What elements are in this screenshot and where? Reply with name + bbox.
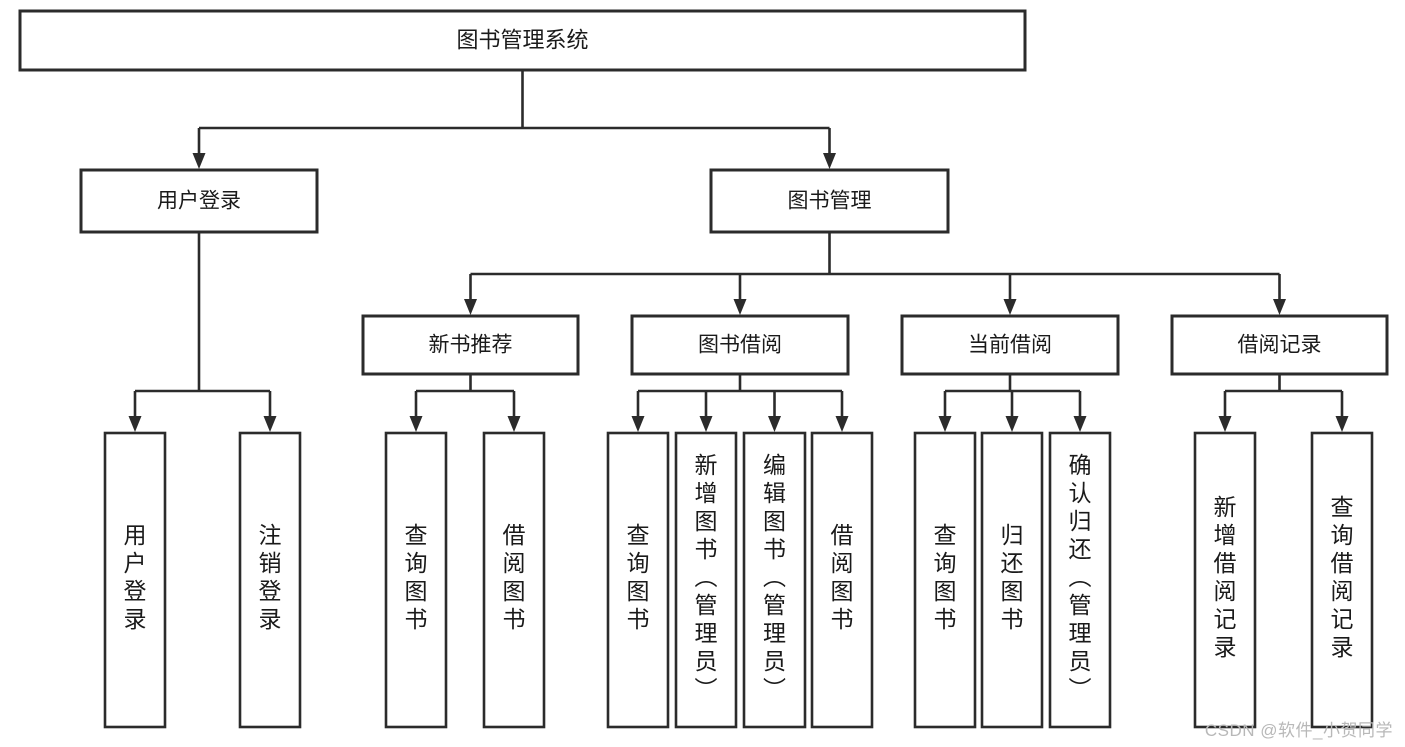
arrow-head-icon xyxy=(733,299,747,315)
node-label: 查询图书 xyxy=(934,522,957,632)
node-label: 查询借阅记录 xyxy=(1331,494,1354,660)
root-node-node-E59BBEE4B9A6E7AEA1E79086[interactable]: 图书管理系统 xyxy=(18,9,1027,72)
node-box[interactable] xyxy=(630,314,850,376)
branch-node-node-E794A8E688B7E799BBE5BD95[interactable]: 用户登录 xyxy=(79,168,319,234)
node-box[interactable] xyxy=(810,431,874,729)
node-box[interactable] xyxy=(1170,314,1389,376)
branch-node-node-E5809FE99885E8AEB0E5BD95[interactable]: 借阅记录 xyxy=(1170,314,1389,376)
arrow-head-icon xyxy=(1005,416,1019,432)
arrow-head-icon xyxy=(631,416,645,432)
node-box[interactable] xyxy=(900,314,1120,376)
leaf-node-node-E696B0E5A29EE59BBEE4B9A6[interactable]: 新增图书︵管理员︶ xyxy=(674,431,738,729)
leaf-node-node-E7BC96E8BE91E59BBEE4B9A6[interactable]: 编辑图书︵管理员︶ xyxy=(742,431,807,729)
branch-node-node-E59BBEE4B9A6E7AEA1E79086[interactable]: 图书管理 xyxy=(709,168,950,234)
arrow-head-icon xyxy=(699,416,713,432)
node-box[interactable] xyxy=(18,9,1027,72)
leaf-node-node-E794A8E688B7E799BBE5BD95[interactable]: 用户登录 xyxy=(103,431,167,729)
node-box[interactable] xyxy=(1048,431,1112,729)
branch-node-node-E696B0E4B9A6E68EA8E88D90[interactable]: 新书推荐 xyxy=(361,314,580,376)
node-box[interactable] xyxy=(384,431,448,729)
leaf-node-node-E69FA5E8AFA2E59BBEE4B9A6[interactable]: 查询图书 xyxy=(913,431,977,729)
arrow-head-icon xyxy=(835,416,849,432)
arrow-head-icon xyxy=(192,153,206,169)
node-label: 查询图书 xyxy=(627,522,650,632)
node-box[interactable] xyxy=(103,431,167,729)
arrow-head-icon xyxy=(938,416,952,432)
node-box[interactable] xyxy=(79,168,319,234)
leaf-node-node-E6B3A8E99480E799BBE5BD95[interactable]: 注销登录 xyxy=(238,431,302,729)
node-box[interactable] xyxy=(238,431,302,729)
node-box[interactable] xyxy=(742,431,807,729)
node-label: 注销登录 xyxy=(259,522,282,632)
node-box[interactable] xyxy=(1193,431,1257,729)
leaf-node-node-E69FA5E8AFA2E5809FE99885[interactable]: 查询借阅记录 xyxy=(1310,431,1374,729)
arrow-head-icon xyxy=(1218,416,1232,432)
node-label: 编辑图书︵管理员︶ xyxy=(763,452,786,702)
leaf-node-node-E69FA5E8AFA2E59BBEE4B9A6[interactable]: 查询图书 xyxy=(606,431,670,729)
arrow-head-icon xyxy=(263,416,277,432)
node-label: 确认归还︵管理员︶ xyxy=(1069,452,1092,702)
arrow-head-icon xyxy=(768,416,781,432)
node-label: 归还图书 xyxy=(1001,522,1024,632)
node-label: 用户登录 xyxy=(124,522,147,632)
node-label: 当前借阅 xyxy=(968,334,1052,357)
node-label: 图书管理系统 xyxy=(456,27,588,52)
node-label: 借阅记录 xyxy=(1238,334,1322,357)
node-label: 借阅图书 xyxy=(831,522,854,632)
node-box[interactable] xyxy=(482,431,546,729)
branch-node-node-E5BD93E5898DE5809FE99885[interactable]: 当前借阅 xyxy=(900,314,1120,376)
leaf-node-node-E696B0E5A29EE5809FE99885[interactable]: 新增借阅记录 xyxy=(1193,431,1257,729)
node-box[interactable] xyxy=(913,431,977,729)
node-box[interactable] xyxy=(980,431,1044,729)
arrow-head-icon xyxy=(1335,416,1349,432)
branch-node-node-E59BBEE4B9A6E5809FE99885[interactable]: 图书借阅 xyxy=(630,314,850,376)
node-label: 借阅图书 xyxy=(503,522,526,632)
node-label: 图书借阅 xyxy=(698,334,782,357)
node-label: 图书管理 xyxy=(788,190,872,213)
node-box[interactable] xyxy=(674,431,738,729)
leaf-node-node-E5BD92E8BF98E59BBEE4B9A6[interactable]: 归还图书 xyxy=(980,431,1044,729)
arrow-head-icon xyxy=(464,299,477,315)
arrow-head-icon xyxy=(1073,416,1087,432)
arrow-head-icon xyxy=(507,416,521,432)
arrow-head-icon xyxy=(1273,299,1286,315)
node-box[interactable] xyxy=(709,168,950,234)
arrow-head-icon xyxy=(409,416,423,432)
leaf-node-node-E69FA5E8AFA2E59BBEE4B9A6[interactable]: 查询图书 xyxy=(384,431,448,729)
node-label: 用户登录 xyxy=(157,190,241,213)
leaf-node-node-E5809FE99885E59BBEE4B9A6[interactable]: 借阅图书 xyxy=(482,431,546,729)
node-label: 查询图书 xyxy=(405,522,428,632)
node-box[interactable] xyxy=(361,314,580,376)
leaf-node-node-E5809FE99885E59BBEE4B9A6[interactable]: 借阅图书 xyxy=(810,431,874,729)
arrow-head-icon xyxy=(1003,299,1017,315)
node-label: 新增图书︵管理员︶ xyxy=(695,452,718,702)
csdn-watermark: CSDN @软件_小贺同学 xyxy=(1204,721,1393,740)
arrow-head-icon xyxy=(128,416,142,432)
node-box[interactable] xyxy=(606,431,670,729)
node-label: 新书推荐 xyxy=(429,334,513,357)
arrow-head-icon xyxy=(823,153,836,169)
leaf-node-node-E7A1AEE8AEA4E5BD92E8BF98[interactable]: 确认归还︵管理员︶ xyxy=(1048,431,1112,729)
node-label: 新增借阅记录 xyxy=(1214,494,1237,660)
node-box[interactable] xyxy=(1310,431,1374,729)
